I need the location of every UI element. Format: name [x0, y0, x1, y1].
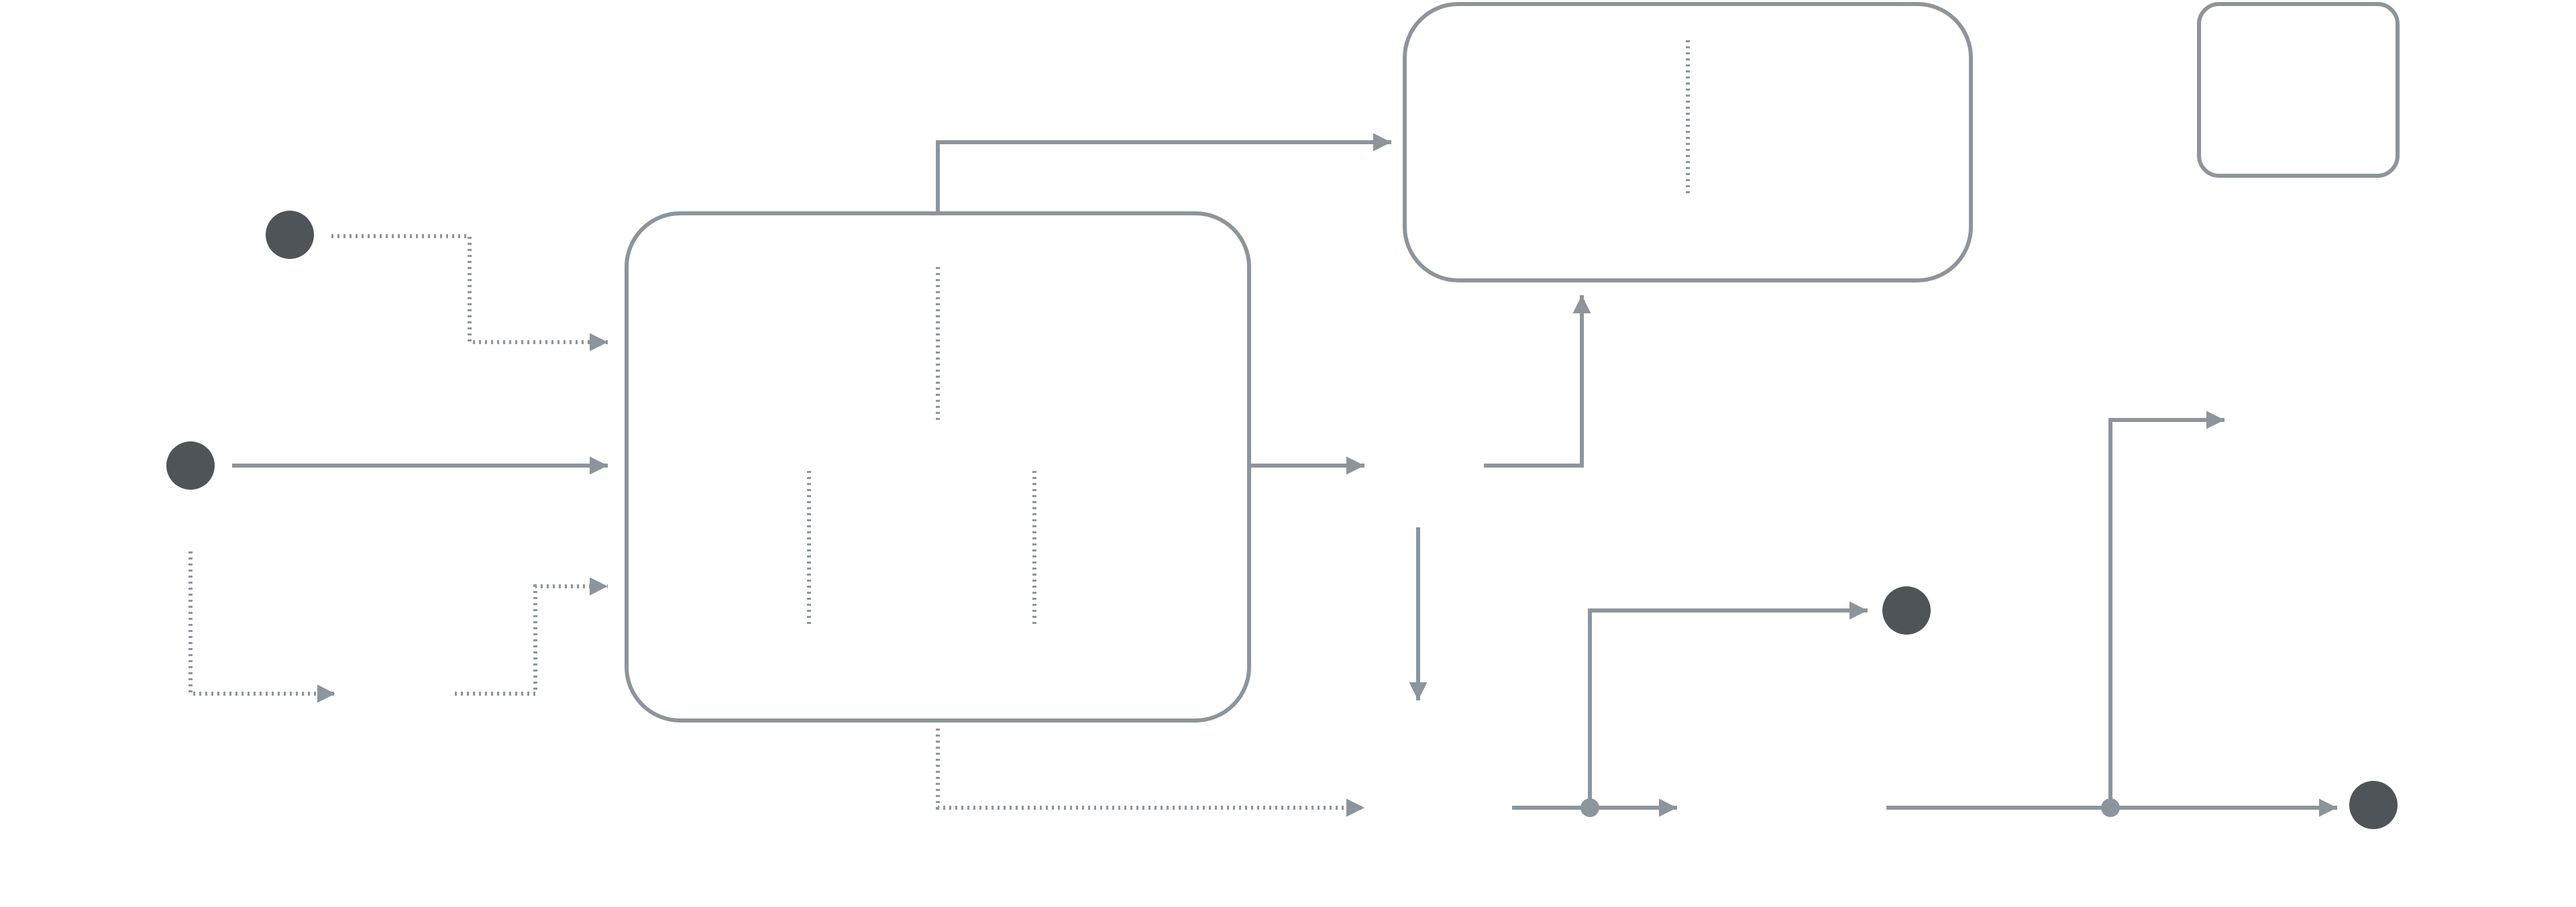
start-terminal-middle — [166, 441, 215, 490]
dotted-flow-lower-input-a — [189, 551, 335, 703]
flow-up-to-top-box-bottom — [1484, 295, 1591, 468]
top-right-box — [2197, 2, 2400, 178]
flow-branch-to-terminal — [1588, 601, 1868, 808]
central-process-box — [625, 211, 1251, 723]
junction-dot-right — [2101, 798, 2120, 817]
dotted-flow-bottom-output — [936, 729, 1364, 817]
dotted-flow-top-input — [331, 234, 608, 352]
flow-branch-up-right — [2108, 411, 2224, 808]
start-terminal-top — [266, 211, 314, 259]
flow-up-to-top-box — [936, 133, 1391, 213]
top-process-box — [1403, 2, 1973, 282]
dotted-flow-lower-input-b — [455, 577, 608, 696]
end-terminal-mid-right — [1882, 586, 1931, 635]
junction-dot-left — [1580, 798, 1599, 817]
end-terminal-bottom-right — [2349, 781, 2398, 829]
